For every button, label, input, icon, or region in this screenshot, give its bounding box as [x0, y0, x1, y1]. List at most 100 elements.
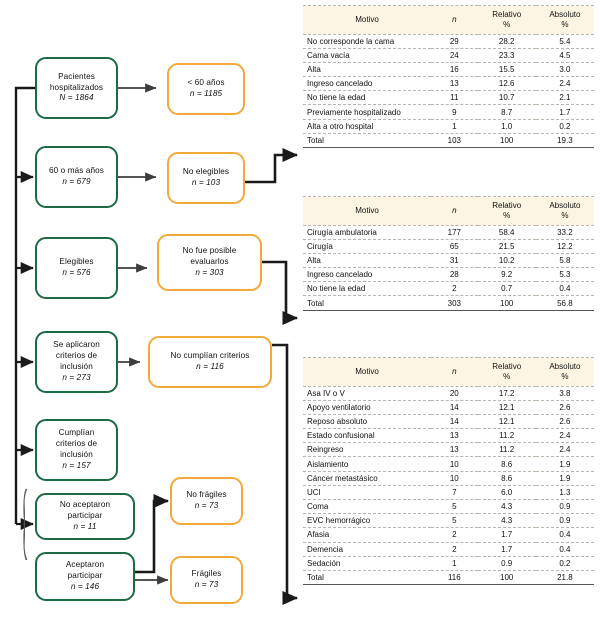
node-no-aceptaron-participar[interactable]: No aceptaron participar n = 11 — [35, 493, 135, 540]
column-header-relativo-unit: % — [503, 210, 511, 220]
column-header-relativo-label: Relativo — [492, 201, 522, 210]
cell-motivo: No corresponde la cama — [303, 34, 432, 49]
column-header-relativo: Relativo % — [477, 357, 536, 387]
node-no-cumplian-criterios[interactable]: No cumplían criterios n = 116 — [148, 336, 272, 388]
cell-absoluto: 5.8 — [535, 253, 594, 269]
cell-motivo: Alta a otro hospital — [303, 119, 432, 134]
cell-n: 20 — [431, 386, 478, 401]
cell-relativo: 11.2 — [477, 428, 536, 444]
cell-n: 13 — [431, 442, 478, 458]
cell-absoluto: 0.4 — [535, 281, 594, 297]
node-menor-60-anos[interactable]: < 60 años n = 1185 — [167, 63, 245, 115]
cell-absoluto: 2.6 — [535, 400, 594, 415]
cell-relativo: 8.7 — [477, 104, 536, 120]
cell-relativo: 28.2 — [477, 34, 536, 49]
cell-relativo: 100 — [477, 133, 536, 149]
cell-n: 14 — [431, 400, 478, 415]
cell-relativo: 100 — [477, 295, 536, 311]
column-header-relativo-unit: % — [503, 19, 511, 29]
cell-n: 29 — [431, 34, 478, 49]
column-header-absoluto-unit: % — [561, 210, 569, 220]
cell-n: 1 — [431, 119, 478, 134]
cell-relativo: 12.6 — [477, 76, 536, 92]
column-header-relativo-unit: % — [503, 371, 511, 381]
cell-absoluto: 12.2 — [535, 239, 594, 254]
node-line: participar — [67, 571, 103, 581]
cell-absoluto: 3.8 — [535, 386, 594, 401]
node-no-fue-posible-evaluarlos[interactable]: No fue posible evaluarlos n = 303 — [157, 234, 262, 291]
cell-n: 24 — [431, 48, 478, 63]
cell-absoluto: 0.4 — [535, 542, 594, 557]
node-line: Aceptaron — [65, 560, 105, 570]
node-se-aplicaron-criterios[interactable]: Se aplicaron criterios de inclusión n = … — [35, 331, 118, 393]
cell-n: 2 — [431, 281, 478, 297]
table-header-row: Motivo n Relativo % Absoluto % — [303, 357, 594, 387]
node-line: Pacientes — [58, 71, 95, 81]
node-line: criterios de — [55, 351, 98, 361]
node-line: n = 73 — [194, 580, 219, 589]
table-header-row: Motivo n Relativo % Absoluto % — [303, 196, 594, 226]
cell-relativo: 58.4 — [477, 225, 536, 240]
column-header-motivo: Motivo — [303, 357, 432, 387]
column-header-relativo: Relativo % — [477, 196, 536, 226]
node-line: n = 103 — [191, 178, 221, 187]
node-aceptaron-participar[interactable]: Aceptaron participar n = 146 — [35, 552, 135, 601]
cell-n: 13 — [431, 76, 478, 92]
cell-n: 103 — [431, 133, 478, 149]
node-cumplian-criterios[interactable]: Cumplían criterios de inclusión n = 157 — [35, 419, 118, 481]
cell-relativo: 0.7 — [477, 281, 536, 297]
node-no-elegibles[interactable]: No elegibles n = 103 — [167, 152, 245, 204]
cell-relativo: 1.7 — [477, 542, 536, 557]
node-line: inclusión — [60, 362, 93, 371]
node-line: < 60 años — [187, 78, 225, 88]
cell-absoluto: 5.4 — [535, 34, 594, 49]
node-fragiles[interactable]: Frágiles n = 73 — [170, 556, 243, 604]
node-no-fragiles[interactable]: No frágiles n = 73 — [170, 477, 243, 525]
cell-n: 5 — [431, 513, 478, 529]
cell-n: 16 — [431, 62, 478, 78]
cell-motivo: Apoyo ventilatorio — [303, 400, 432, 415]
node-line: hospitalizados — [49, 82, 104, 92]
column-header-absoluto-unit: % — [561, 19, 569, 29]
cell-n: 10 — [431, 471, 478, 486]
node-line: participar — [67, 511, 103, 521]
cell-absoluto: 4.5 — [535, 48, 594, 63]
cell-n: 14 — [431, 414, 478, 430]
cell-n: 177 — [431, 225, 478, 240]
node-line: Cumplían — [58, 428, 95, 438]
cell-motivo: Alta — [303, 62, 432, 78]
node-elegibles[interactable]: Elegibles n = 576 — [35, 237, 118, 299]
node-line: Frágiles — [191, 569, 222, 579]
node-line: N = 1864 — [59, 93, 94, 103]
cell-motivo: Asa IV o V — [303, 386, 432, 401]
cell-relativo: 4.3 — [477, 513, 536, 529]
node-pacientes-hospitalizados[interactable]: Pacientes hospitalizados N = 1864 — [35, 57, 118, 119]
cell-motivo: Ingreso cancelado — [303, 267, 432, 283]
cell-absoluto: 19.3 — [535, 133, 594, 149]
column-header-absoluto-label: Absoluto — [549, 10, 581, 19]
cell-motivo: Aislamiento — [303, 456, 432, 472]
cell-motivo: No tiene la edad — [303, 90, 432, 106]
cell-motivo: Estado confusional — [303, 428, 432, 444]
cell-relativo: 8.6 — [477, 471, 536, 486]
node-line: No aceptaron — [59, 500, 111, 510]
cell-motivo: Total — [303, 570, 432, 586]
node-60-o-mas-anos[interactable]: 60 o más años n = 679 — [35, 146, 118, 208]
column-header-n: n — [431, 196, 478, 226]
